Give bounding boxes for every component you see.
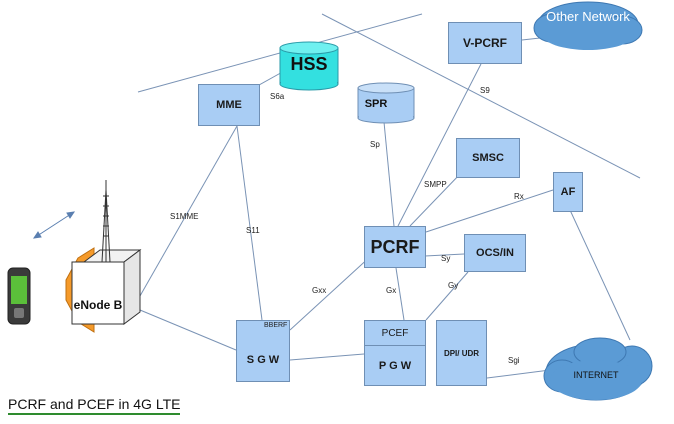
link-af-pcrf — [425, 189, 554, 233]
iface-s6a: S6a — [270, 92, 285, 101]
link-pcrf-pcef — [395, 267, 405, 321]
iface-sy: Sy — [441, 254, 451, 263]
node-vpcrf: V-PCRF — [448, 22, 522, 64]
boundary-line-top — [321, 13, 641, 179]
iface-gxx: Gxx — [312, 286, 327, 295]
internet-cloud — [543, 337, 653, 401]
other-network-cloud — [533, 1, 643, 50]
link-vpcrf-othernetwork — [521, 37, 541, 41]
node-pcrf: PCRF — [364, 226, 426, 268]
link-mme-enodeb — [139, 125, 238, 297]
enodeb-shape — [65, 247, 142, 333]
link-sgw-pgw — [289, 353, 365, 361]
node-pgw: P G W — [378, 360, 412, 372]
mobile-phone-icon — [7, 267, 31, 325]
iface-bberf: BBERF — [264, 322, 288, 329]
link-sgw-pcrf — [289, 254, 373, 331]
node-other-network: Other Network — [546, 9, 630, 24]
node-internet: INTERNET — [573, 370, 619, 380]
node-hss: HSS — [290, 54, 328, 74]
iface-gy: Gy — [448, 281, 459, 290]
node-dpi: DPI/ UDR — [436, 320, 487, 386]
iface-s1mme: S1MME — [170, 212, 199, 221]
iface-rx: Rx — [514, 192, 524, 201]
link-smsc-pcrf — [409, 171, 463, 227]
link-ocs-pcef — [425, 271, 469, 321]
node-spr: SPR — [364, 98, 388, 110]
iface-smpp: SMPP — [424, 180, 447, 189]
link-mme-sgw — [236, 125, 263, 321]
link-af-internet — [569, 209, 631, 341]
antenna-tower-icon — [101, 180, 111, 263]
node-sgw: S G W — [236, 320, 290, 382]
node-pcef: PCEF — [365, 321, 425, 346]
diagram-caption: PCRF and PCEF in 4G LTE — [8, 396, 181, 415]
node-sgw-label: S G W — [246, 354, 280, 366]
link-spr-pcrf — [383, 121, 395, 227]
iface-s11: S11 — [246, 226, 260, 235]
node-pcef-pgw: PCEF P G W — [364, 320, 426, 386]
node-enodeb: eNode B — [73, 298, 123, 312]
link-enodeb-sgw — [139, 309, 237, 351]
link-pcrf-ocs — [424, 253, 465, 257]
node-af: AF — [553, 172, 583, 212]
spr-cylinder — [357, 82, 415, 124]
node-ocs: OCS/IN — [464, 234, 526, 272]
iface-sgi: Sgi — [508, 356, 520, 365]
hss-cylinder — [279, 41, 339, 91]
link-vpcrf-pcrf — [397, 63, 482, 227]
node-mme: MME — [198, 84, 260, 126]
iface-s9: S9 — [480, 86, 490, 95]
node-smsc: SMSC — [456, 138, 520, 178]
iface-sp: Sp — [370, 140, 380, 149]
double-arrow-icon — [32, 211, 76, 239]
iface-gx: Gx — [386, 286, 397, 295]
link-dpi-internet — [486, 369, 551, 379]
